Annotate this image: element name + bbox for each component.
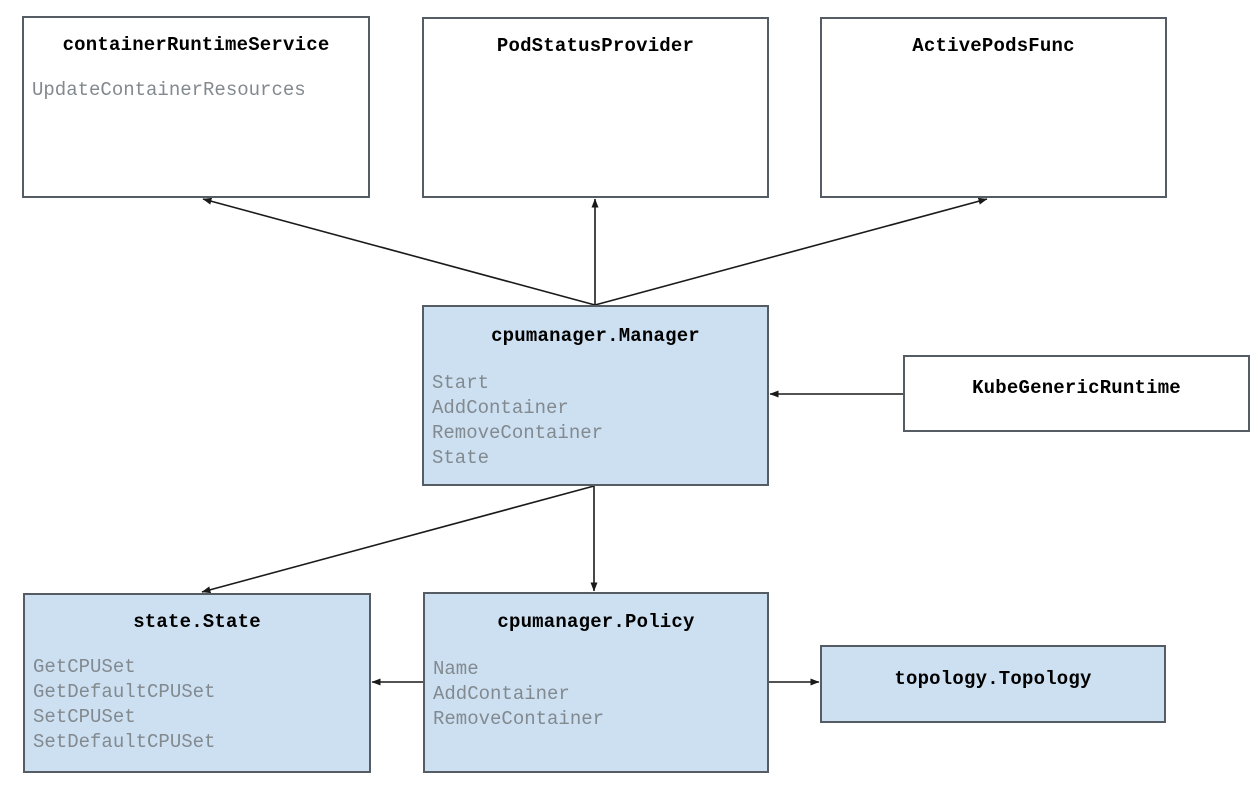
- node-member: AddContainer: [433, 683, 570, 705]
- node-member: State: [432, 447, 490, 469]
- edge-manager-to-stateState: [201, 485, 595, 594]
- node-active-pods-func[interactable]: ActivePodsFunc: [820, 17, 1167, 198]
- node-member: GetCPUSet: [33, 656, 136, 678]
- node-member: AddContainer: [432, 397, 569, 419]
- node-member: Start: [432, 372, 490, 394]
- node-member: RemoveContainer: [433, 708, 605, 730]
- node-members: UpdateContainerResources: [32, 78, 368, 103]
- node-container-runtime-service[interactable]: containerRuntimeService UpdateContainerR…: [22, 16, 370, 198]
- node-member: SetDefaultCPUSet: [33, 731, 216, 753]
- node-title: containerRuntimeService: [62, 34, 330, 56]
- node-title: PodStatusProvider: [496, 35, 695, 57]
- node-title: topology.Topology: [894, 668, 1092, 690]
- node-member: GetDefaultCPUSet: [33, 681, 216, 703]
- node-member: UpdateContainerResources: [32, 79, 306, 101]
- node-kube-generic-runtime[interactable]: KubeGenericRuntime: [903, 355, 1250, 432]
- node-title: state.State: [133, 611, 261, 633]
- node-pod-status-provider[interactable]: PodStatusProvider: [422, 17, 769, 198]
- node-topology-topology[interactable]: topology.Topology: [820, 645, 1166, 723]
- edge-manager-to-containerRuntimeService: [202, 197, 596, 306]
- node-title: KubeGenericRuntime: [972, 377, 1181, 399]
- node-title: cpumanager.Manager: [491, 325, 700, 347]
- node-member: Name: [433, 658, 479, 680]
- node-member: SetCPUSet: [33, 706, 136, 728]
- edge-manager-to-activePodsFunc: [594, 197, 988, 306]
- node-title: cpumanager.Policy: [497, 611, 695, 633]
- node-title: ActivePodsFunc: [912, 35, 1075, 57]
- node-member: RemoveContainer: [432, 422, 604, 444]
